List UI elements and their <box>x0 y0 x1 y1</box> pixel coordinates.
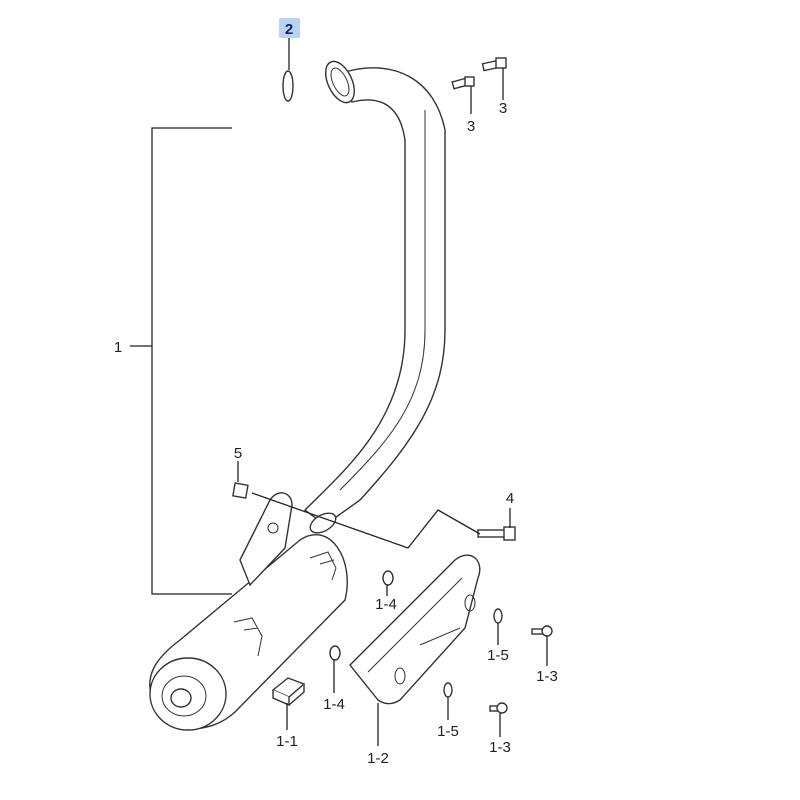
callout-1-1[interactable]: 1-1 <box>276 733 298 750</box>
muffler-heat-shield <box>349 554 481 705</box>
callout-1-3[interactable]: 1-3 <box>489 739 511 756</box>
grommet <box>493 608 503 624</box>
callout-2-highlight <box>279 18 300 38</box>
callout-5[interactable]: 5 <box>234 445 242 462</box>
gasket-ring <box>282 70 294 102</box>
callout-1-5[interactable]: 1-5 <box>437 723 459 740</box>
exhaust-pipe <box>303 60 446 534</box>
callout-3[interactable]: 3 <box>467 118 475 135</box>
callout-4[interactable]: 4 <box>506 490 514 507</box>
callout-1-4[interactable]: 1-4 <box>323 696 345 713</box>
grommet <box>443 682 453 698</box>
flange-bolt <box>481 57 507 72</box>
callout-1-5[interactable]: 1-5 <box>487 647 509 664</box>
callout-3[interactable]: 3 <box>499 100 507 117</box>
screw <box>531 625 553 637</box>
washer <box>329 645 341 661</box>
screw <box>489 702 508 714</box>
washer <box>382 570 394 586</box>
rubber-pad <box>271 677 306 707</box>
muffler <box>149 492 348 731</box>
flange-bolt <box>451 76 475 90</box>
callout-1[interactable]: 1 <box>114 339 122 356</box>
mounting-nut <box>232 482 249 499</box>
leader-lines <box>130 36 548 746</box>
callout-1-2[interactable]: 1-2 <box>367 750 389 767</box>
callout-1-4[interactable]: 1-4 <box>375 596 397 613</box>
mounting-bolt <box>477 526 516 541</box>
callout-2[interactable]: 2 <box>285 21 293 38</box>
callout-1-3[interactable]: 1-3 <box>536 668 558 685</box>
